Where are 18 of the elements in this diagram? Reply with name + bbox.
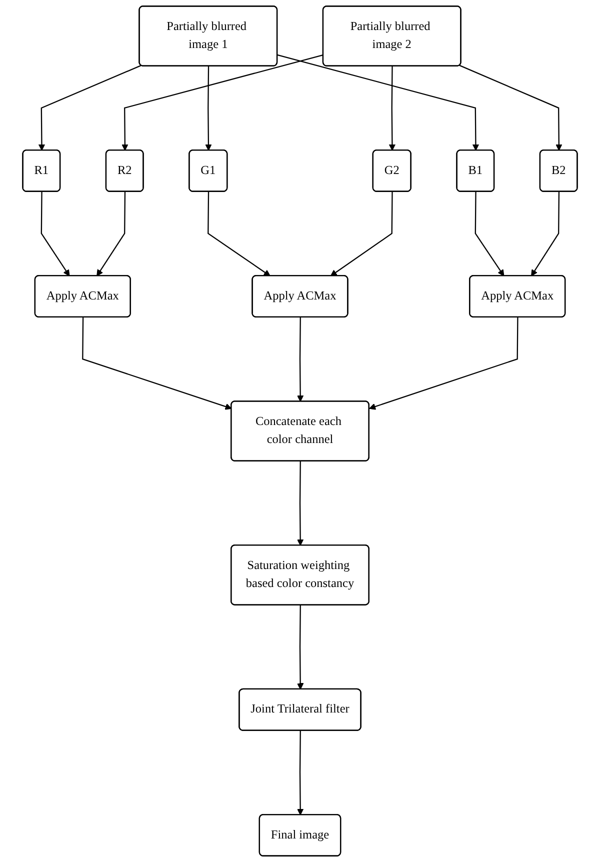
arrow <box>330 192 393 276</box>
arrow <box>296 605 304 690</box>
arrow <box>38 64 142 151</box>
arrow <box>459 64 562 151</box>
arrow <box>296 317 304 402</box>
arrow <box>208 192 270 276</box>
arrow <box>122 54 324 151</box>
arrow <box>296 730 304 816</box>
arrow <box>531 192 560 276</box>
arrow <box>40 192 70 276</box>
arrow <box>474 192 504 276</box>
arrow <box>205 66 212 151</box>
arrow <box>82 317 232 410</box>
arrow <box>96 192 126 276</box>
arrow <box>277 54 480 151</box>
arrow <box>368 317 518 410</box>
arrow <box>388 66 396 151</box>
arrow <box>296 461 304 546</box>
